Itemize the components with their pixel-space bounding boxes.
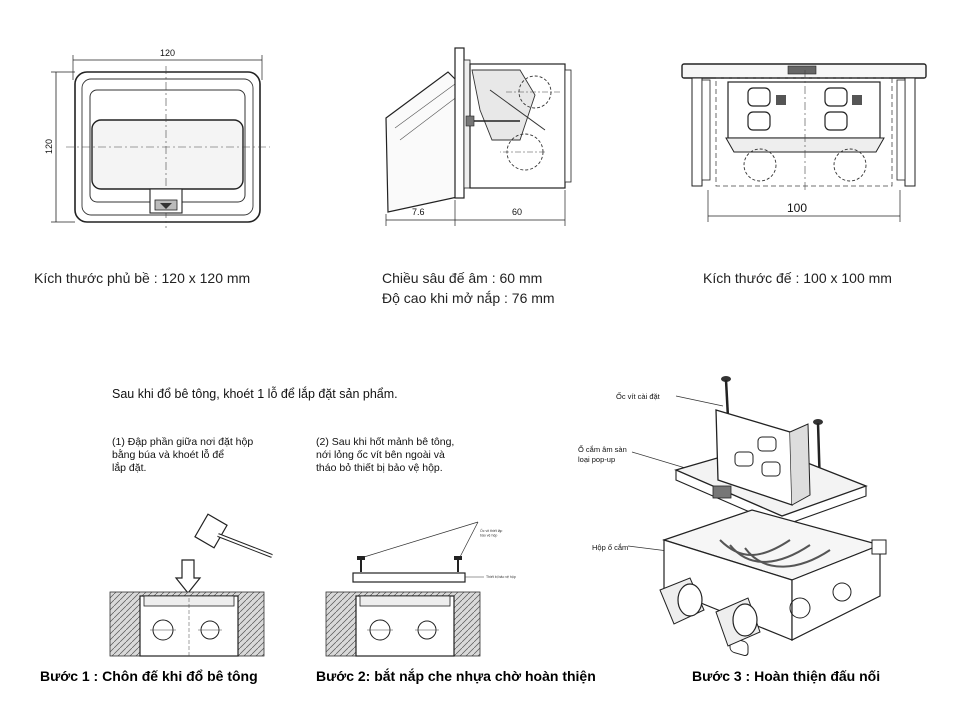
base-size-caption: Kích thước đế : 100 x 100 mm [703, 270, 892, 286]
side-depth-a-label: 7.6 [412, 207, 425, 217]
tiny-label-cover: Thiết bị bảo vệ hộp [486, 575, 516, 579]
depth-caption: Chiều sâu đế âm : 60 mm [382, 270, 543, 286]
step1-caption: Bước 1 : Chôn đế khi đổ bê tông [40, 668, 258, 684]
label-popup-socket-2: loại pop-up [578, 455, 615, 464]
step2-caption: Bước 2: bắt nắp che nhựa chờ hoàn thiện [316, 668, 596, 684]
height-caption: Độ cao khi mở nắp : 76 mm [382, 290, 555, 306]
down-arrow-icon [174, 559, 202, 594]
cover-width-label: 120 [160, 48, 175, 58]
label-install-screw: Ốc vít cài đặt [616, 391, 661, 401]
step3-caption: Bước 3 : Hoàn thiện đấu nối [692, 668, 881, 684]
install-note-2: (2) Sau khi hốt mảnh bê tông, nới lỏng ố… [316, 436, 455, 474]
base-width-label: 100 [787, 201, 807, 215]
label-socket-box: Hộp ổ cắm [592, 543, 628, 552]
cover-size-caption: Kích thước phủ bề : 120 x 120 mm [34, 270, 251, 286]
label-popup-socket-1: Ổ cắm âm sàn [578, 445, 627, 454]
hammer-icon [194, 513, 273, 558]
cover-height-label: 120 [44, 139, 54, 154]
install-note-1: (1) Đập phần giữa nơi đặt hộp bằng búa v… [112, 436, 254, 474]
side-depth-b-label: 60 [512, 207, 522, 217]
install-heading: Sau khi đổ bê tông, khoét 1 lỗ để lắp đặ… [112, 387, 398, 401]
screw-icon [357, 556, 462, 572]
